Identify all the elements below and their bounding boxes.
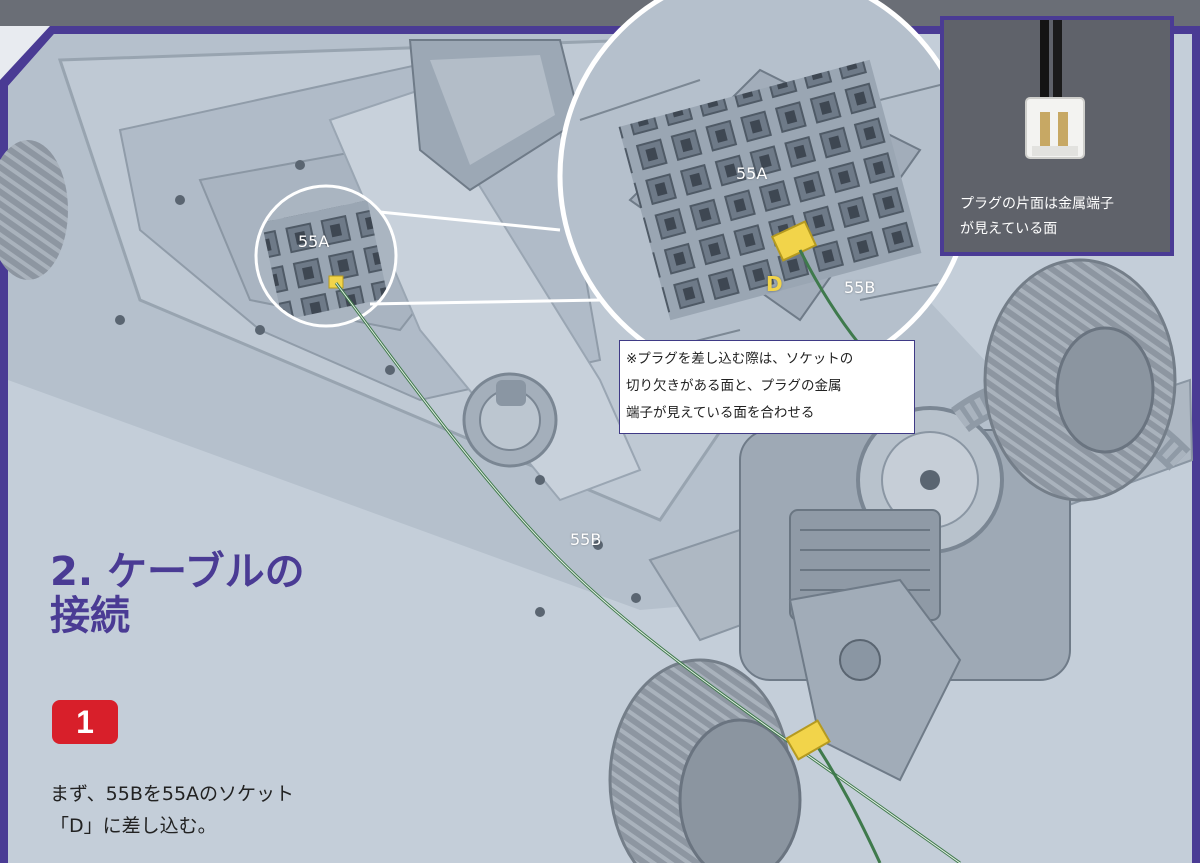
plug-photo-image bbox=[944, 20, 1170, 252]
socket-label-zoom: 55A bbox=[736, 164, 768, 183]
plug-photo-box: プラグの片面は金属端子 が見えている面 bbox=[940, 16, 1174, 256]
step-number-badge: 1 bbox=[52, 700, 118, 744]
photo-caption: プラグの片面は金属端子 が見えている面 bbox=[960, 192, 1114, 242]
note-line: ※プラグを差し込む際は、ソケットの bbox=[626, 351, 854, 367]
instruction-line: 「D」に差し込む。 bbox=[50, 815, 217, 837]
section-number: 2. bbox=[50, 549, 94, 595]
cable-label-main: 55B bbox=[570, 530, 602, 549]
note-box: ※プラグを差し込む際は、ソケットの 切り欠きがある面と、プラグの金属 端子が見え… bbox=[619, 340, 915, 434]
note-line: 端子が見えている面を合わせる bbox=[626, 405, 815, 421]
note-line: 切り欠きがある面と、プラグの金属 bbox=[626, 378, 842, 394]
section-title-line1: ケーブルの bbox=[106, 549, 305, 595]
cable-label-zoom: 55B bbox=[844, 278, 876, 297]
section-heading: 2. ケーブルの 接続 bbox=[50, 550, 305, 638]
socket-label-small: 55A bbox=[298, 232, 330, 251]
section-title-line2: 接続 bbox=[50, 593, 130, 639]
step-instruction: まず、55Bを55Aのソケット 「D」に差し込む。 bbox=[50, 778, 380, 842]
socket-letter-label: D bbox=[766, 272, 783, 296]
photo-caption-line: プラグの片面は金属端子 bbox=[960, 196, 1114, 212]
photo-caption-line: が見えている面 bbox=[960, 221, 1058, 237]
instruction-line: まず、55Bを55Aのソケット bbox=[50, 783, 295, 805]
